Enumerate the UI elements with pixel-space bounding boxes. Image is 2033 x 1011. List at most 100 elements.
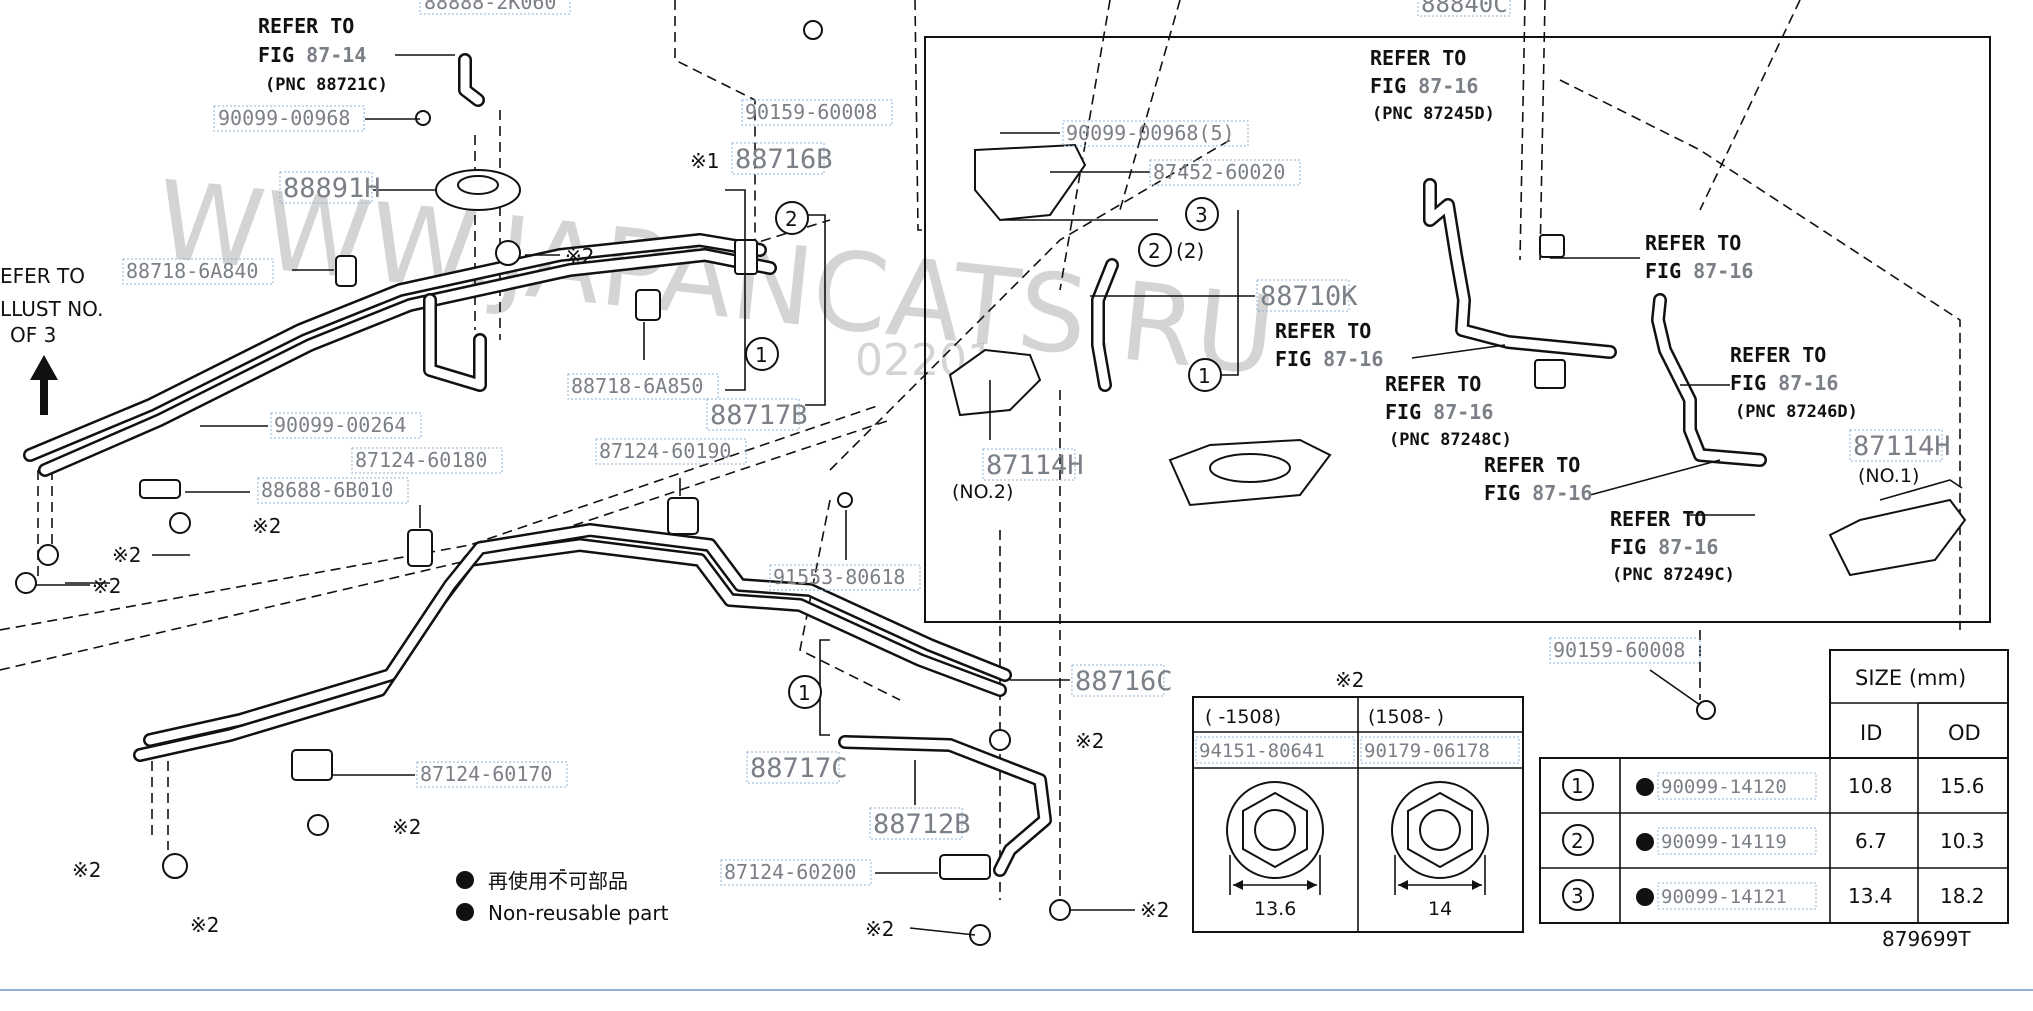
svg-text:FIG 87-16: FIG 87-16: [1370, 74, 1478, 98]
svg-text:90099-00968(5): 90099-00968(5): [1066, 121, 1235, 145]
part-link[interactable]: 87124-60200: [720, 859, 872, 886]
svg-text:(PNC 87249C): (PNC 87249C): [1612, 565, 1735, 585]
refer-label[interactable]: REFER TO FIG 87-16 (PNC 87245D): [1370, 46, 1495, 124]
part-link[interactable]: 90099-14121: [1657, 882, 1817, 910]
svg-text:88840C: 88840C: [1421, 0, 1508, 18]
svg-text:88717C: 88717C: [750, 753, 848, 784]
callout-circle: 1: [1188, 358, 1222, 392]
refer-label[interactable]: REFER TO FIG 87-16: [1484, 453, 1592, 505]
refer-label[interactable]: REFER TO FIG 87-16: [1275, 319, 1383, 371]
svg-text:91553-80618: 91553-80618: [773, 565, 905, 589]
part-link[interactable]: 87452-60020: [1149, 159, 1301, 186]
part-link[interactable]: 88888-2K060: [419, 0, 571, 15]
svg-text:3: 3: [1571, 884, 1584, 908]
part-link[interactable]: 87124-60190: [595, 438, 747, 465]
svg-text:87124-60180: 87124-60180: [355, 448, 487, 472]
svg-text:18.2: 18.2: [1940, 884, 1985, 908]
mark-2: ※2: [252, 514, 281, 538]
left-note-line2: LLUST NO.: [0, 297, 103, 321]
part-link[interactable]: 87114H: [982, 448, 1084, 481]
part-link[interactable]: 91553-80618: [769, 564, 921, 591]
svg-text:10.3: 10.3: [1940, 829, 1985, 853]
left-note-line3: OF 3: [10, 323, 56, 347]
part-link[interactable]: 90159-60008: [741, 99, 893, 126]
part-link[interactable]: 90179-06178: [1360, 736, 1520, 764]
legend: 再使用不可部品 Non-reusable part: [456, 869, 669, 925]
svg-text:90159-60008: 90159-60008: [745, 100, 877, 124]
callout-circle: 1: [745, 337, 779, 371]
svg-text:2: 2: [1148, 239, 1161, 263]
part-link[interactable]: 90159-60008: [1549, 637, 1701, 664]
refer-label[interactable]: REFER TO FIG 87-14 (PNC 88721C): [258, 14, 388, 95]
left-note-line1: EFER TO: [0, 264, 85, 288]
mark-2: ※2: [190, 913, 219, 937]
svg-text:SIZE (mm): SIZE (mm): [1855, 666, 1966, 690]
clips-and-brackets: [139, 143, 1967, 880]
dashed-leaders: [0, 0, 1961, 900]
part-link[interactable]: 90099-00968(5): [1062, 120, 1249, 147]
size-row: 2 90099-14119 6.7 10.3: [1562, 824, 1985, 856]
mark-1: ※1: [690, 149, 719, 173]
svg-text:2: 2: [1571, 829, 1584, 853]
part-link[interactable]: 88716B: [731, 142, 833, 175]
part-link[interactable]: 90099-14120: [1657, 772, 1817, 800]
mark-2: ※2: [112, 543, 141, 567]
svg-text:87124-60170: 87124-60170: [420, 762, 552, 786]
svg-text:(1508- ): (1508- ): [1368, 706, 1444, 728]
part-link[interactable]: 90099-14119: [1657, 827, 1817, 855]
svg-text:(PNC 87246D): (PNC 87246D): [1735, 402, 1858, 422]
svg-text:2: 2: [785, 207, 798, 231]
part-link[interactable]: 90099-00968: [213, 105, 365, 132]
svg-text:90099-00264: 90099-00264: [274, 413, 406, 437]
part-link[interactable]: 87114H: [1849, 429, 1951, 462]
svg-text:88717B: 88717B: [710, 400, 808, 431]
svg-text:87114H: 87114H: [986, 450, 1084, 481]
refer-label[interactable]: REFER TO FIG 87-16 (PNC 87246D): [1730, 343, 1858, 422]
part-link[interactable]: 88712B: [869, 807, 971, 840]
filled-dot-icon: [1636, 888, 1654, 906]
nut-size-table: ※2 ( -1508) (1508- ) 94151-80641 90179-0…: [1192, 668, 1524, 933]
brake-pipe-assembly: [23, 53, 1052, 877]
part-link[interactable]: 88716C: [1071, 664, 1173, 697]
svg-text:90099-00968: 90099-00968: [218, 106, 350, 130]
svg-text:FIG 87-16: FIG 87-16: [1645, 259, 1753, 283]
part-link[interactable]: 88718-6A840: [122, 258, 274, 285]
part-link[interactable]: 88717B: [706, 398, 808, 431]
filled-dot-icon: [1636, 778, 1654, 796]
svg-text:88716B: 88716B: [735, 144, 833, 175]
no1-note: (NO.1): [1858, 465, 1919, 487]
part-link[interactable]: 88840C: [1417, 0, 1511, 18]
svg-text:REFER TO: REFER TO: [1484, 453, 1580, 477]
refer-label[interactable]: REFER TO FIG 87-16 (PNC 87249C): [1610, 507, 1735, 585]
hex-nut-icon: [1391, 781, 1489, 895]
svg-text:Non-reusable part: Non-reusable part: [488, 901, 669, 925]
refer-label[interactable]: REFER TO FIG 87-16 (PNC 87248C): [1385, 372, 1512, 450]
svg-text:15.6: 15.6: [1940, 774, 1985, 798]
part-link[interactable]: 88717C: [746, 751, 848, 784]
svg-text:88891H: 88891H: [283, 173, 381, 204]
svg-text:FIG 87-14: FIG 87-14: [258, 43, 366, 67]
callout-circle: 1: [788, 675, 822, 709]
svg-text:87124-60200: 87124-60200: [724, 860, 856, 884]
part-link[interactable]: 88710K: [1256, 279, 1358, 312]
part-link[interactable]: 87124-60180: [351, 447, 503, 474]
svg-text:FIG 87-16: FIG 87-16: [1610, 535, 1718, 559]
refer-label[interactable]: REFER TO FIG 87-16: [1645, 231, 1753, 283]
svg-text:90099-14120: 90099-14120: [1661, 776, 1787, 798]
part-link[interactable]: 88688-6B010: [257, 477, 409, 504]
mark-2: ※2: [865, 917, 894, 941]
svg-text:13.4: 13.4: [1848, 884, 1893, 908]
part-link[interactable]: 87124-60170: [416, 761, 568, 788]
svg-text:90099-14121: 90099-14121: [1661, 886, 1787, 908]
svg-text:88712B: 88712B: [873, 809, 971, 840]
part-link[interactable]: 94151-80641: [1195, 736, 1355, 764]
part-link[interactable]: 90099-00264: [270, 412, 422, 439]
svg-text:REFER TO: REFER TO: [1610, 507, 1706, 531]
part-link[interactable]: 88718-6A850: [567, 373, 719, 400]
svg-text:88710K: 88710K: [1260, 281, 1358, 312]
svg-text:88688-6B010: 88688-6B010: [261, 478, 393, 502]
svg-text:1: 1: [798, 681, 811, 705]
svg-text:※2: ※2: [1335, 668, 1364, 692]
filled-dot-icon: [456, 871, 474, 889]
part-link[interactable]: 88891H: [279, 171, 381, 204]
